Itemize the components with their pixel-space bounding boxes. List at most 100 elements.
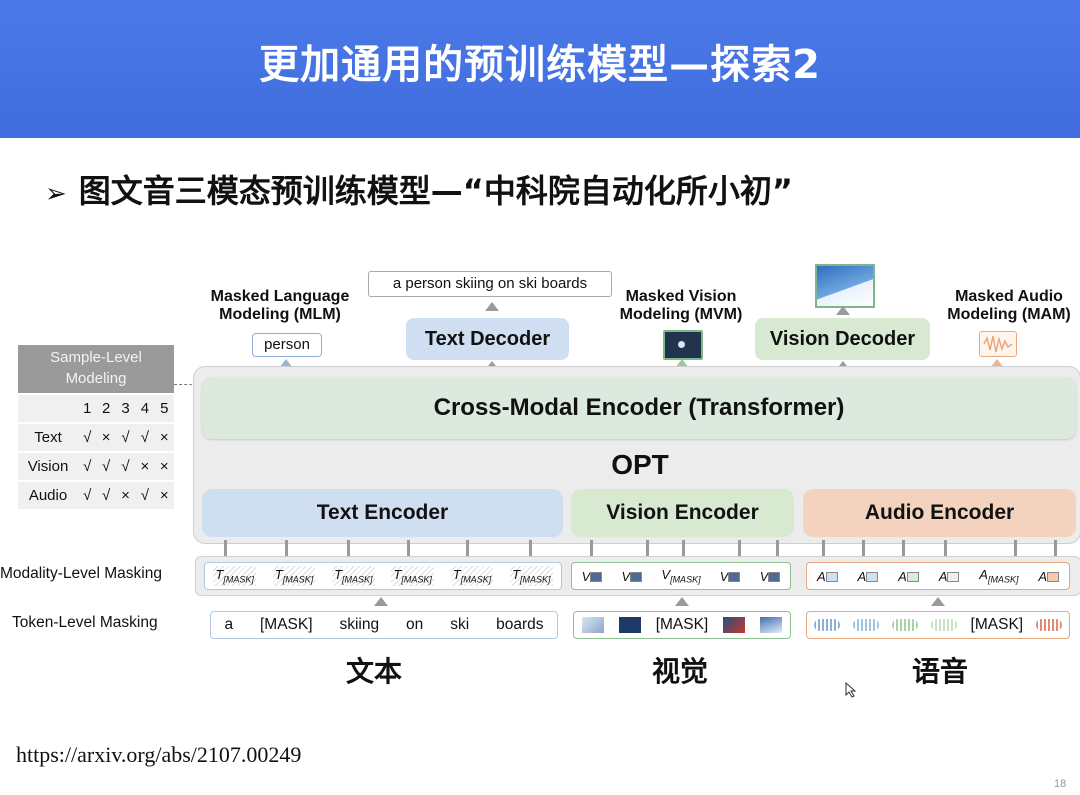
modality-mask-audio: A A A A A[MASK] A bbox=[806, 562, 1070, 590]
waveform-icon bbox=[931, 619, 958, 631]
table-cell: √ bbox=[121, 429, 130, 446]
slide-title: 更加通用的预训练模型—探索2 bbox=[259, 42, 821, 88]
connector-stem bbox=[1014, 540, 1017, 556]
vision-decoder-arrow-icon bbox=[836, 361, 850, 370]
bullet-heading: ➢ 图文音三模态预训练模型—“中科院自动化所小初” bbox=[45, 166, 793, 212]
title-banner bbox=[0, 0, 1080, 138]
column-header: 3 bbox=[121, 400, 130, 417]
sample-level-title: Sample-Level Modeling bbox=[18, 345, 174, 393]
masked-text-token: T[MASK] bbox=[391, 566, 434, 586]
mlm-title: Masked Language Modeling (MLM) bbox=[210, 288, 350, 323]
table-cell: √ bbox=[83, 429, 92, 446]
image-patch-icon bbox=[723, 617, 746, 633]
connector-stem bbox=[466, 540, 469, 556]
masked-text-token: T[MASK] bbox=[450, 566, 494, 586]
connector-stem bbox=[590, 540, 593, 556]
table-row: Text √ × √ √ × bbox=[18, 423, 174, 452]
text-token: boards bbox=[496, 616, 544, 633]
connector-stem bbox=[822, 540, 825, 556]
masked-text-token: T[MASK] bbox=[510, 566, 553, 586]
connector-stem bbox=[862, 540, 865, 556]
image-patch-icon bbox=[618, 617, 641, 633]
connector-stem bbox=[529, 540, 532, 556]
row-name: Audio bbox=[28, 487, 68, 504]
vision-decoder: Vision Decoder bbox=[755, 318, 930, 360]
audio-token: A bbox=[898, 569, 919, 584]
table-cell: × bbox=[101, 429, 111, 446]
vision-mask-token: [MASK] bbox=[655, 616, 709, 633]
text-token: on bbox=[406, 616, 424, 633]
vision-encoder: Vision Encoder bbox=[571, 489, 794, 537]
text-token: ski bbox=[450, 616, 470, 633]
mam-waveform-image bbox=[979, 331, 1017, 357]
connector-stem bbox=[285, 540, 288, 556]
caption-output: a person skiing on ski boards bbox=[368, 271, 612, 297]
token-mask-audio: [MASK] bbox=[806, 611, 1070, 639]
mlm-arrow-icon bbox=[279, 359, 293, 368]
table-row: Vision √ √ √ × × bbox=[18, 452, 174, 481]
connector-stem bbox=[682, 540, 685, 556]
table-cell: √ bbox=[121, 458, 130, 475]
text-token: skiing bbox=[339, 616, 380, 633]
image-patch-icon bbox=[768, 572, 781, 583]
audio-mask-arrow-icon bbox=[931, 597, 945, 606]
waveform-icon bbox=[1036, 619, 1063, 631]
mvm-title: Masked Vision Modeling (MVM) bbox=[619, 288, 743, 323]
waveform-icon bbox=[852, 619, 879, 631]
vision-token: V bbox=[622, 569, 643, 584]
table-cell: × bbox=[159, 458, 169, 475]
modality-mask-vision: V V V[MASK] V V bbox=[571, 562, 791, 590]
text-token: [MASK] bbox=[260, 616, 313, 633]
sample-level-table: 1 2 3 4 5 Text √ × √ √ × Vision √ √ √ × … bbox=[18, 395, 174, 511]
bullet-arrow-icon: ➢ bbox=[45, 179, 67, 209]
opt-label: OPT bbox=[611, 449, 669, 480]
text-mask-arrow-icon bbox=[374, 597, 388, 606]
audio-token: A bbox=[939, 569, 960, 584]
vision-token: V bbox=[760, 569, 781, 584]
vision-mask-arrow-icon bbox=[675, 597, 689, 606]
mouse-cursor-icon bbox=[845, 681, 857, 703]
waveform-icon bbox=[892, 619, 919, 631]
modality-label-text: 文本 bbox=[346, 655, 403, 688]
table-cell: √ bbox=[102, 458, 111, 475]
audio-encoder: Audio Encoder bbox=[803, 489, 1076, 537]
token-level-masking-label: Token-Level Masking bbox=[12, 614, 158, 631]
connector-stem bbox=[902, 540, 905, 556]
text-decoder: Text Decoder bbox=[406, 318, 569, 360]
column-header: 5 bbox=[160, 400, 169, 417]
page-number: 18 bbox=[1054, 778, 1067, 790]
image-patch-icon bbox=[590, 572, 603, 583]
modality-label-vision: 视觉 bbox=[652, 655, 709, 688]
table-cell: √ bbox=[83, 458, 92, 475]
table-cell: √ bbox=[83, 487, 92, 504]
waveform-icon bbox=[906, 572, 919, 583]
column-header: 4 bbox=[140, 400, 150, 417]
audio-token: A[MASK] bbox=[979, 567, 1019, 585]
vision-token: V bbox=[582, 569, 603, 584]
bullet-text: 图文音三模态预训练模型—“中科院自动化所小初” bbox=[78, 172, 793, 210]
paper-link[interactable]: https://arxiv.org/abs/2107.00249 bbox=[16, 742, 302, 767]
audio-mask-token: [MASK] bbox=[970, 616, 1024, 633]
image-patch-icon bbox=[630, 572, 643, 583]
masked-text-token: T[MASK] bbox=[272, 566, 316, 586]
token-mask-text: a [MASK] skiing on ski boards bbox=[210, 611, 558, 639]
cross-modal-encoder: Cross-Modal Encoder (Transformer) bbox=[202, 377, 1076, 439]
row-name: Vision bbox=[27, 458, 69, 475]
masked-text-token: T[MASK] bbox=[332, 566, 375, 586]
mlm-output-word: person bbox=[252, 333, 322, 357]
text-token: a bbox=[224, 616, 234, 633]
modality-mask-text: T[MASK] T[MASK] T[MASK] T[MASK] T[MASK] … bbox=[204, 562, 562, 590]
table-cell: × bbox=[159, 429, 169, 446]
connector-stem bbox=[1054, 540, 1057, 556]
modality-label-audio: 语音 bbox=[912, 655, 969, 688]
connector-stem bbox=[776, 540, 779, 556]
waveform-icon bbox=[825, 572, 838, 583]
connector-stem bbox=[944, 540, 947, 556]
column-header: 2 bbox=[101, 400, 111, 417]
table-cell: × bbox=[159, 487, 169, 504]
table-cell: × bbox=[121, 487, 130, 504]
table-row: Audio √ √ × √ × bbox=[18, 481, 174, 510]
table-cell: √ bbox=[102, 487, 111, 504]
text-decoder-arrow-icon bbox=[485, 361, 499, 370]
table-cell: √ bbox=[140, 429, 149, 446]
